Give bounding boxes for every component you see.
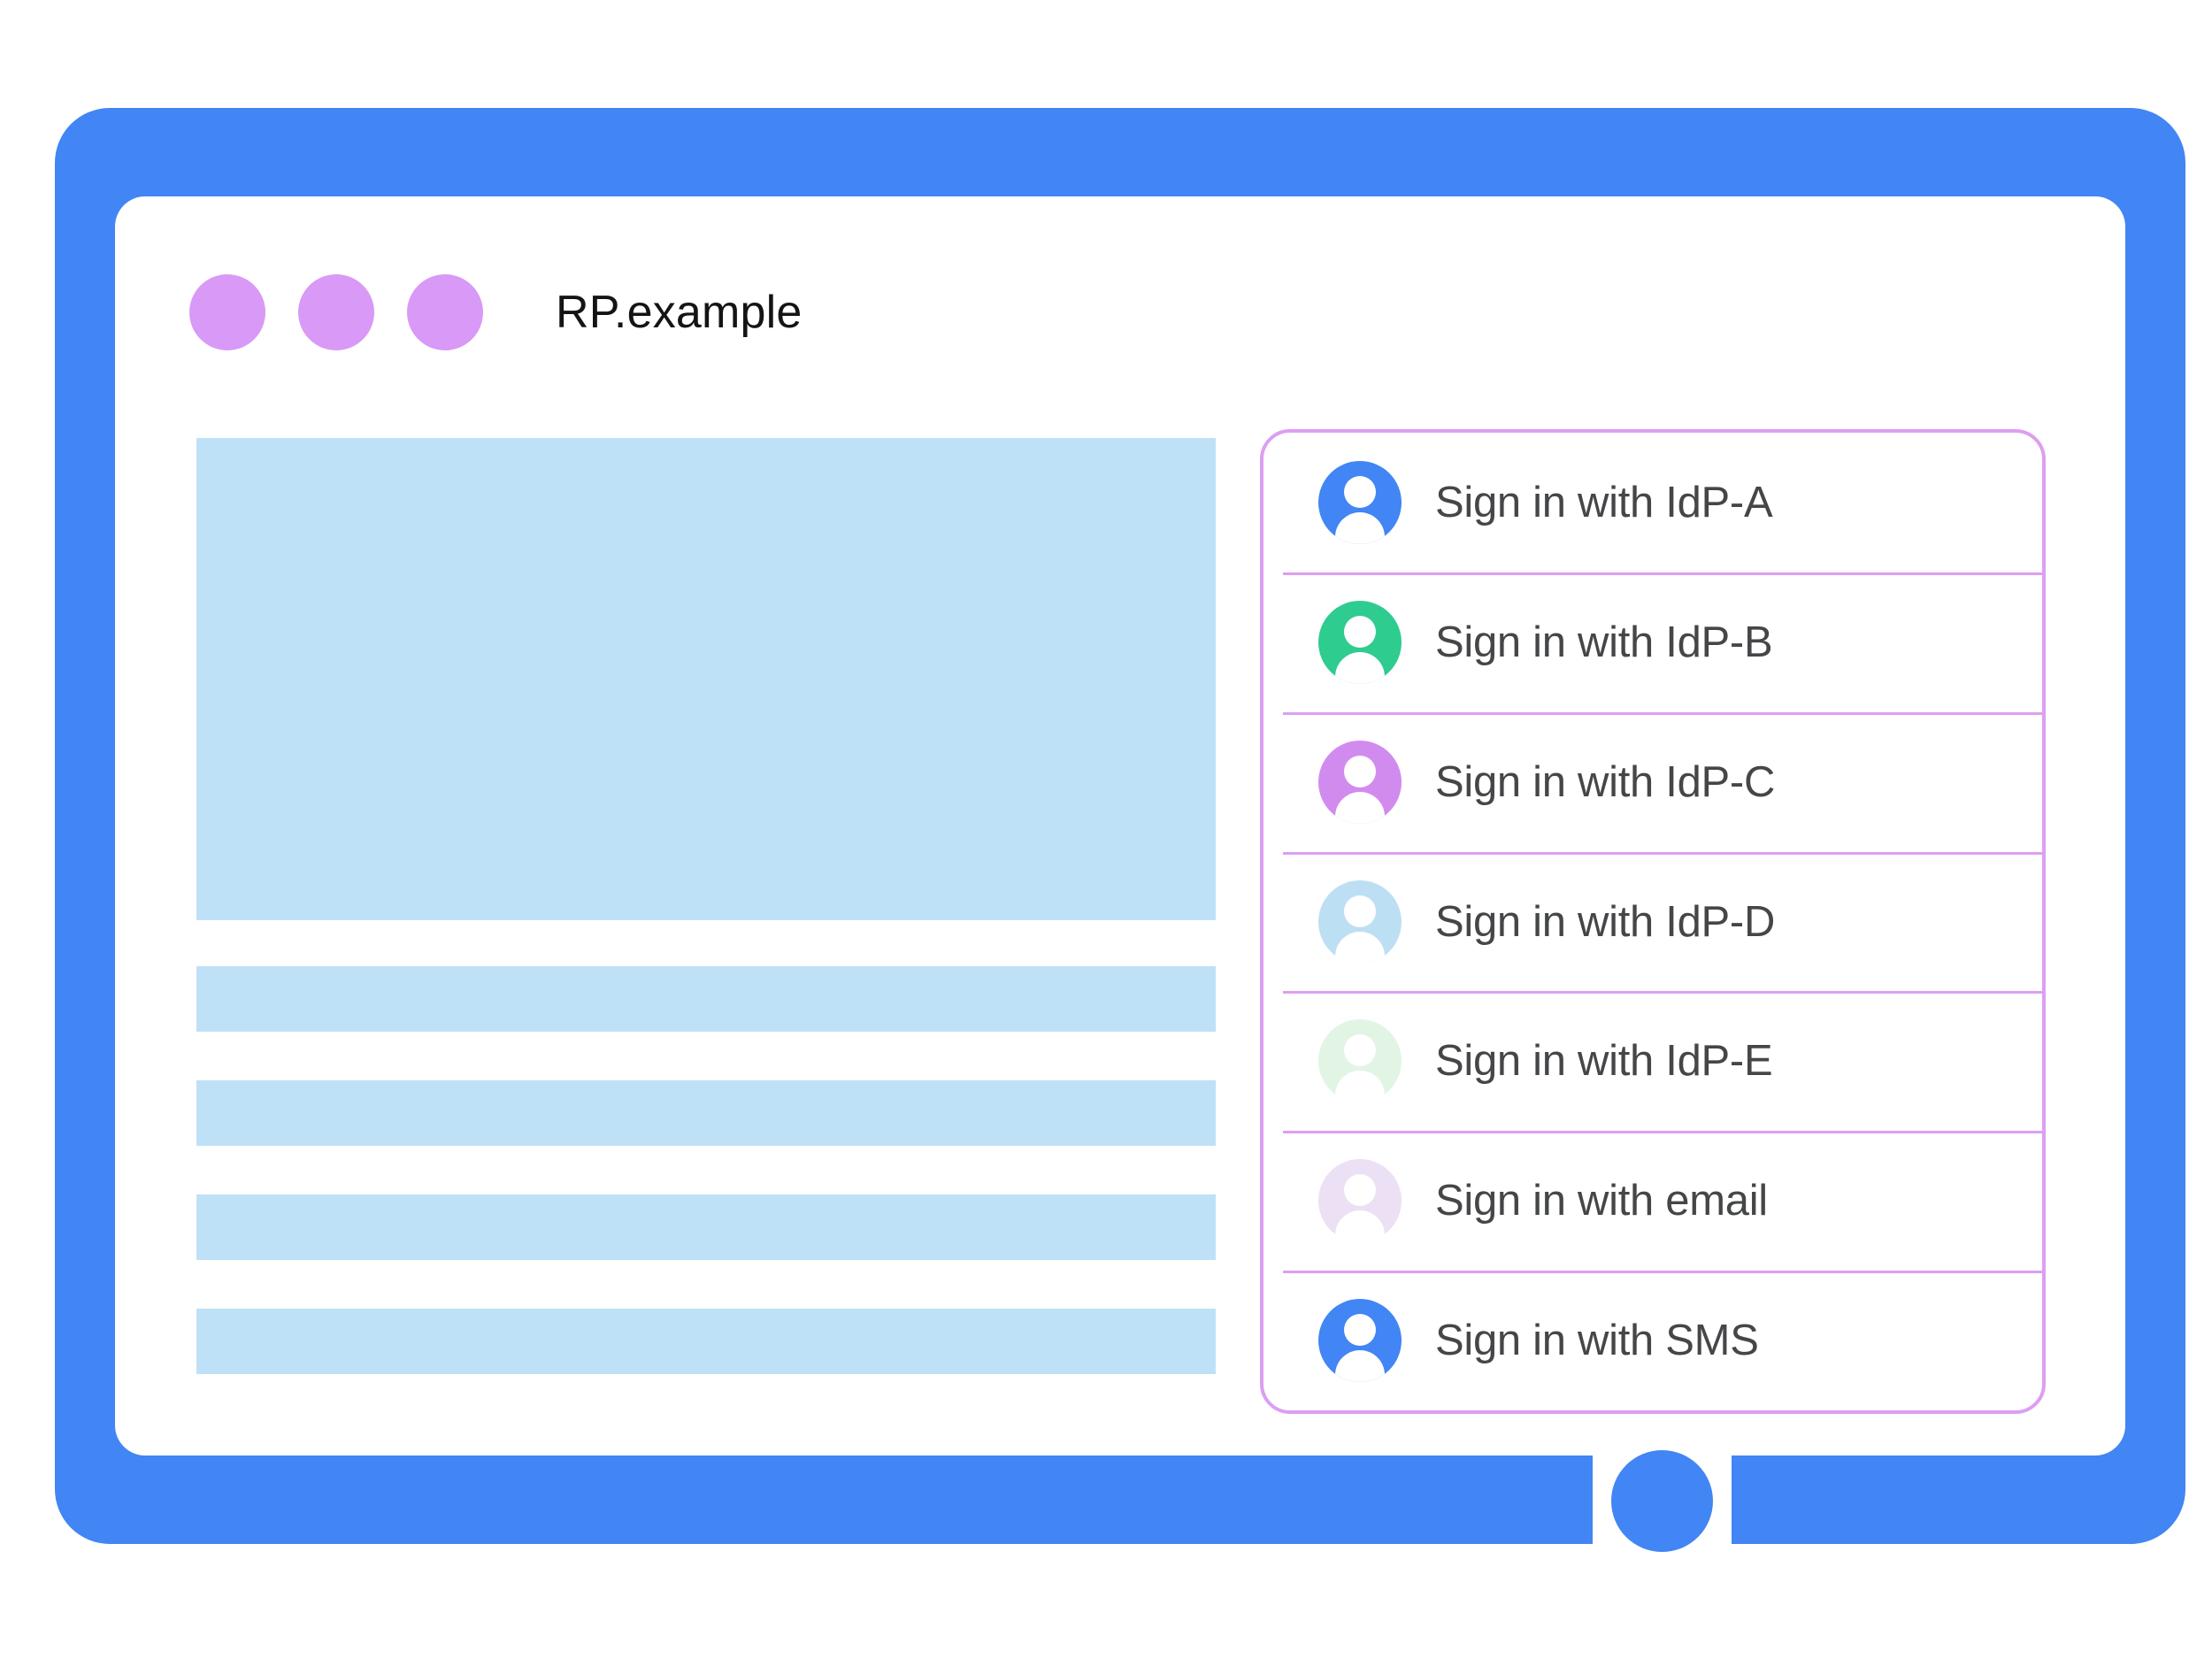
- text-line-placeholder-2: [196, 1080, 1216, 1146]
- text-line-placeholder-1: [196, 966, 1216, 1032]
- signin-option-email[interactable]: Sign in with email: [1263, 1131, 2042, 1271]
- signin-option-label: Sign in with SMS: [1435, 1317, 1759, 1365]
- signin-option-idp-a[interactable]: Sign in with IdP-A: [1263, 433, 2042, 572]
- page-content-placeholders: [196, 438, 1216, 1374]
- window-dot-2[interactable]: [298, 274, 374, 350]
- signin-option-label: Sign in with IdP-C: [1435, 757, 1776, 806]
- window-dot-1[interactable]: [189, 274, 265, 350]
- signin-option-idp-d[interactable]: Sign in with IdP-D: [1263, 851, 2042, 992]
- title-bar: RP.example: [189, 274, 803, 350]
- account-avatar-icon: [1318, 600, 1402, 684]
- text-line-placeholder-4: [196, 1309, 1216, 1374]
- signin-option-idp-c[interactable]: Sign in with IdP-C: [1263, 711, 2042, 852]
- account-avatar-icon: [1318, 1019, 1402, 1103]
- signin-option-idp-e[interactable]: Sign in with IdP-E: [1263, 991, 2042, 1131]
- signin-option-sms[interactable]: Sign in with SMS: [1263, 1271, 2042, 1410]
- account-chooser-card: Sign in with IdP-A Sign in with IdP-B Si…: [1260, 429, 2046, 1414]
- account-avatar-icon: [1318, 740, 1402, 824]
- home-button[interactable]: [1611, 1450, 1713, 1552]
- signin-option-label: Sign in with IdP-B: [1435, 618, 1773, 666]
- signin-option-idp-b[interactable]: Sign in with IdP-B: [1263, 572, 2042, 712]
- window-dot-3[interactable]: [407, 274, 483, 350]
- hero-placeholder: [196, 438, 1216, 920]
- signin-option-label: Sign in with IdP-A: [1435, 478, 1773, 526]
- account-avatar-icon: [1318, 1299, 1402, 1383]
- account-avatar-icon: [1318, 460, 1402, 544]
- signin-option-label: Sign in with IdP-D: [1435, 897, 1776, 946]
- page-title: RP.example: [556, 287, 803, 338]
- text-line-placeholder-3: [196, 1194, 1216, 1260]
- account-avatar-icon: [1318, 879, 1402, 964]
- signin-option-label: Sign in with email: [1435, 1177, 1768, 1225]
- signin-option-label: Sign in with IdP-E: [1435, 1037, 1773, 1086]
- account-avatar-icon: [1318, 1159, 1402, 1243]
